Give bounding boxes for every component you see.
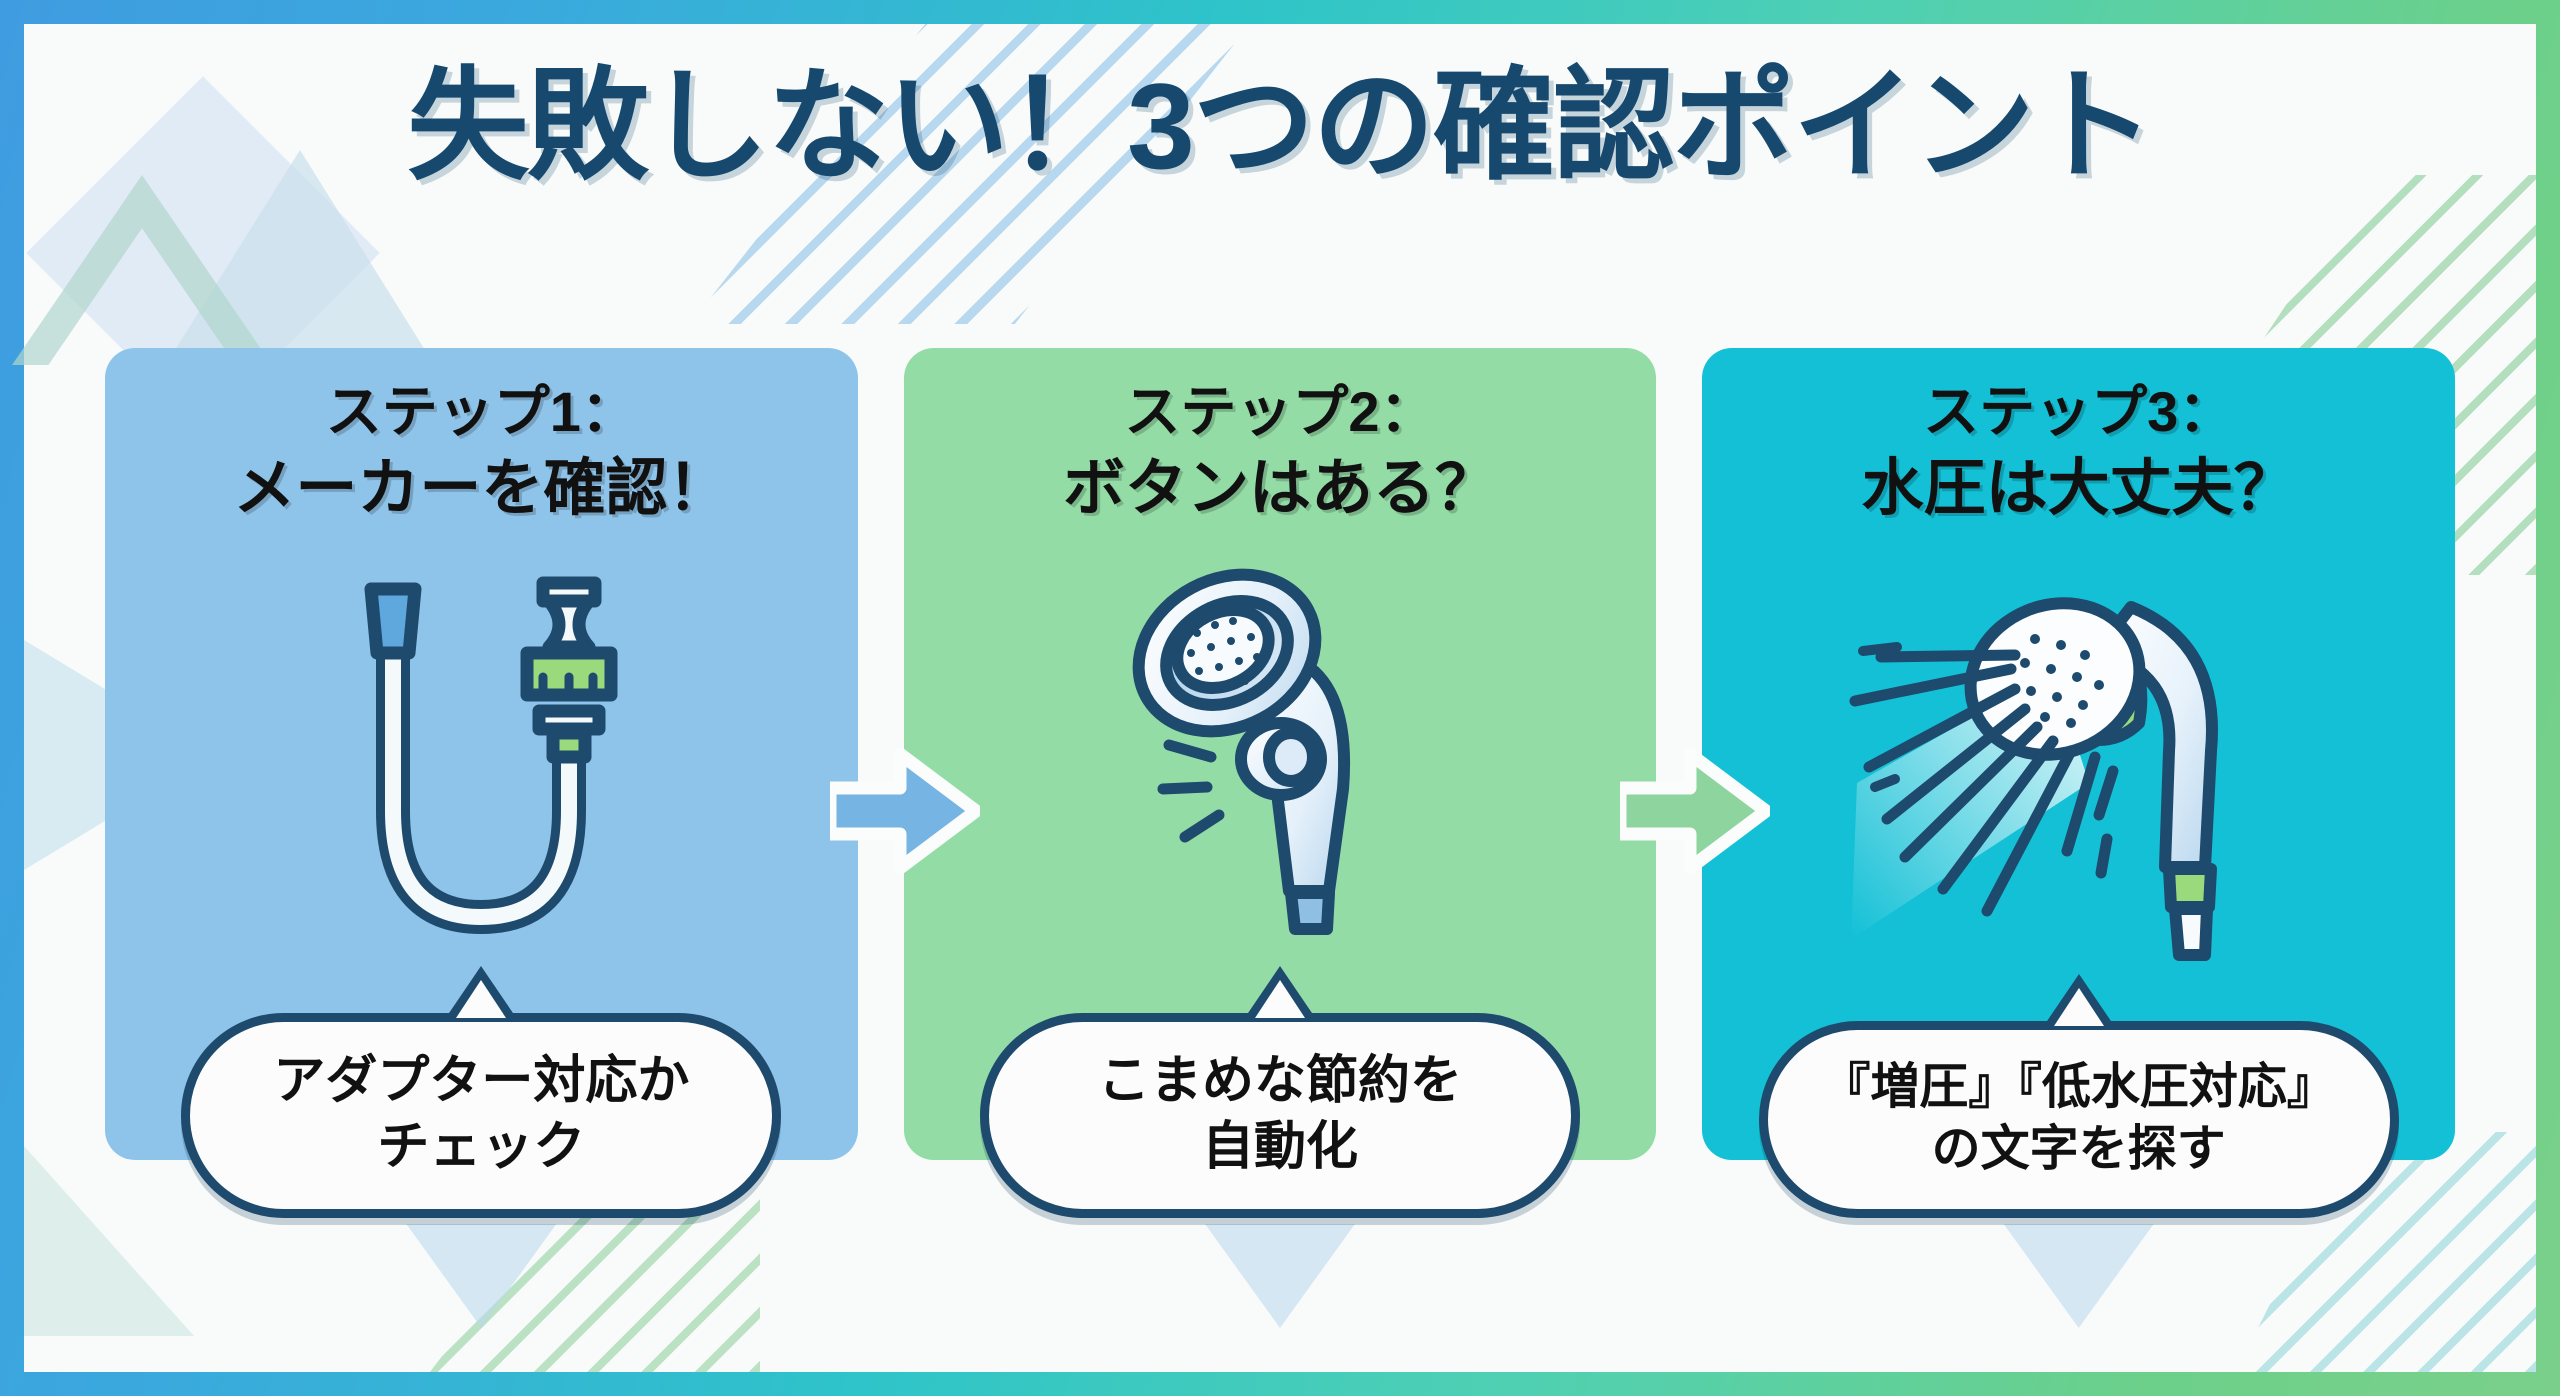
shower-head-stop-button-icon: [904, 546, 1657, 976]
step-card-2-title: ボタンはある？: [1063, 453, 1498, 523]
step-card-2-step-label: ステップ2：: [1124, 380, 1436, 443]
callout-bubble-1-line2: チェック: [377, 1118, 586, 1177]
arrow-step1-to-step2: [830, 748, 980, 874]
step-card-3-heading: ステップ3： 水圧は大丈夫？: [1702, 376, 2455, 529]
step-card-2-heading: ステップ2： ボタンはある？: [904, 376, 1657, 529]
shower-head-spray-icon: [1702, 546, 2455, 976]
callout-bubble-1-line1: アダプター対応か: [273, 1051, 690, 1110]
step-card-3-step-label: ステップ3：: [1923, 380, 2235, 443]
callout-bubble-2-line1: こまめな節約を: [1097, 1051, 1462, 1110]
step-card-1-step-label: ステップ1：: [325, 380, 637, 443]
step-card-row: ステップ1： メーカーを確認！: [105, 348, 2456, 1328]
step-card-1[interactable]: ステップ1： メーカーを確認！: [105, 348, 858, 1328]
callout-bubble-3-line1: 『増圧』『低水圧対応』: [1821, 1059, 2336, 1114]
callout-bubble-2[interactable]: こまめな節約を 自動化: [980, 1012, 1580, 1218]
step-card-3[interactable]: ステップ3： 水圧は大丈夫？: [1702, 348, 2456, 1328]
shower-hose-adapter-icon: [105, 546, 858, 976]
callout-bubble-3-line2: の文字を探す: [1931, 1122, 2226, 1177]
step-card-1-heading: ステップ1： メーカーを確認！: [105, 376, 858, 529]
step-card-1-title: メーカーを確認！: [233, 453, 730, 523]
step-card-2[interactable]: ステップ2： ボタンはある？: [903, 348, 1657, 1328]
callout-bubble-2-line2: 自動化: [1201, 1118, 1358, 1177]
step-card-3-title: 水圧は大丈夫？: [1861, 453, 2296, 523]
callout-bubble-1[interactable]: アダプター対応か チェック: [181, 1012, 782, 1218]
arrow-step2-to-step3: [1620, 748, 1770, 874]
callout-bubble-3[interactable]: 『増圧』『低水圧対応』 の文字を探す: [1758, 1020, 2399, 1218]
page-title: 失敗しない！3つの確認ポイント: [407, 58, 2155, 194]
